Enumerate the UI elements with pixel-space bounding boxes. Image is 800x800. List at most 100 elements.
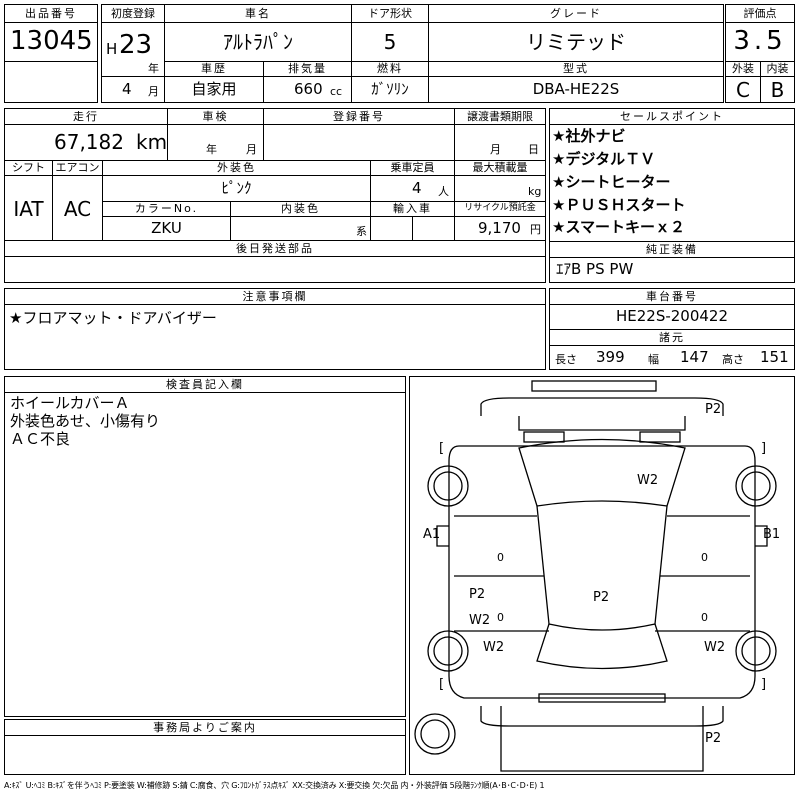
diagram-mark-left-rear-door-w: W2 — [469, 613, 490, 628]
interior-grade-label: 内装 — [766, 62, 789, 75]
diagram-bracket-rear-left: [ — [439, 677, 444, 692]
doc-day-unit: 日 — [528, 143, 539, 156]
mileage: 67,182 — [54, 130, 124, 154]
standard-equipment-label: 純正装備 — [646, 243, 698, 256]
displacement-unit: cc — [330, 85, 343, 98]
reg-no-label: 登録番号 — [333, 110, 385, 123]
first-reg-month-unit: 月 — [148, 85, 159, 98]
capacity: 4 — [412, 179, 422, 197]
import-box-left — [370, 216, 413, 241]
inspector-line-1: ホイールカバーＡ — [10, 394, 130, 412]
shift: IAT — [13, 197, 44, 221]
import-box-right — [412, 216, 455, 241]
notes-label: 注意事項欄 — [242, 290, 308, 303]
diagram-zero-left-rear: 0 — [497, 611, 504, 624]
chassis-label: 車台番号 — [646, 290, 698, 303]
inspector-line-3: ＡＣ不良 — [10, 430, 71, 448]
selling-point-3: ★シートヒーター — [552, 173, 671, 191]
selling-point-1: ★社外ナビ — [552, 127, 626, 145]
diagram-mark-front-bumper: P2 — [705, 402, 721, 417]
selling-point-5: ★スマートキーｘ２ — [552, 218, 685, 236]
int-color-unit: 系 — [356, 225, 367, 238]
import-label: 輸入車 — [393, 202, 432, 215]
diagram-mark-left-front-door: A1 — [423, 527, 440, 542]
first-reg-year: 23 — [119, 30, 153, 60]
max-load-unit: kg — [528, 185, 542, 198]
lot-no-label: 出品番号 — [25, 7, 77, 20]
spec-label: 諸元 — [659, 331, 685, 344]
diagram-bracket-front-left: [ — [439, 441, 444, 456]
max-load-label: 最大積載量 — [472, 161, 528, 174]
color-no: ZKU — [151, 219, 182, 237]
office-box — [4, 735, 406, 775]
model-code-box — [428, 76, 724, 103]
length: 399 — [596, 348, 625, 366]
interior-grade: B — [770, 78, 785, 102]
car-name: ｱﾙﾄﾗﾊﾟﾝ — [223, 30, 293, 54]
recycle-unit: 円 — [530, 223, 541, 236]
width-label: 幅 — [648, 353, 659, 366]
diagram-mark-roof: P2 — [593, 590, 609, 605]
ext-color-label: 外装色 — [217, 161, 256, 174]
displacement-label: 排気量 — [288, 62, 327, 75]
diagram-bracket-rear-right: ] — [761, 677, 766, 692]
inspection-label: 車検 — [202, 110, 229, 123]
fuel: ｶﾞｿﾘﾝ — [371, 80, 409, 98]
car-diagram: P2 W2 A1 B1 P2 P2 W2 W2 W2 P2 [ ] [ ] 0 … — [414, 380, 780, 772]
diagram-zero-left-front: 0 — [497, 551, 504, 564]
mileage-unit: km — [136, 130, 168, 154]
grade: リミテッド — [526, 30, 626, 54]
exterior-grade-label: 外装 — [732, 62, 754, 75]
office-label: 事務局よりご案内 — [153, 721, 257, 734]
spec-box — [549, 345, 795, 370]
int-color-box — [230, 216, 371, 241]
diagram-box — [409, 376, 795, 775]
selling-point-4: ★ＰＵＳＨスタート — [552, 196, 686, 214]
doors-label: ドア形状 — [368, 7, 412, 20]
diagram-mark-right-rear-wheel: W2 — [704, 640, 725, 655]
diagram-mark-right-front-door: B1 — [763, 527, 780, 542]
notes: ★フロアマット・ドアバイザー — [9, 309, 217, 327]
interior-grade-box — [760, 76, 795, 103]
lot-no: 13045 — [10, 26, 93, 56]
mileage-label: 走行 — [73, 110, 99, 123]
capacity-unit: 人 — [438, 185, 449, 198]
car-name-label: 車名 — [245, 7, 271, 20]
exterior-grade: C — [736, 78, 750, 102]
doc-month-unit: 月 — [490, 143, 501, 156]
first-reg-month: 4 — [122, 80, 132, 98]
later-parts-box — [4, 256, 546, 283]
length-label: 長さ — [555, 353, 577, 366]
chassis: HE22S-200422 — [615, 307, 729, 325]
insp-month-unit: 月 — [246, 143, 257, 156]
insp-year-unit: 年 — [206, 143, 217, 156]
model-code-label: 型式 — [563, 62, 589, 75]
shift-label: シフト — [12, 161, 45, 174]
standard-equipment: ｴｱB PS PW — [556, 260, 634, 278]
diagram-mark-rear-bumper: P2 — [705, 731, 721, 746]
int-color-label: 内装色 — [281, 202, 320, 215]
first-reg-year-unit: 年 — [148, 62, 159, 75]
doors: 5 — [383, 30, 397, 54]
notes-box — [4, 304, 546, 370]
diagram-zero-right-front: 0 — [701, 551, 708, 564]
diagram-bracket-front-right: ] — [761, 441, 766, 456]
reg-no-box — [263, 124, 455, 161]
diagram-mark-hood: W2 — [637, 473, 658, 488]
selling-point-2: ★デジタルＴＶ — [552, 150, 656, 168]
ac: AC — [63, 197, 92, 221]
later-parts-label: 後日発送部品 — [236, 242, 314, 255]
color-no-label: カラーNo. — [134, 202, 199, 215]
inspector-label: 検査員記入欄 — [166, 378, 244, 391]
score: 3.5 — [733, 26, 787, 56]
doc-deadline-label: 譲渡書類期限 — [467, 110, 533, 123]
ac-label: エアコン — [55, 161, 100, 174]
inspector-box — [4, 392, 406, 717]
diagram-zero-right-rear: 0 — [701, 611, 708, 624]
grade-label: グレード — [550, 7, 602, 20]
model-code: DBA-HE22S — [532, 80, 620, 98]
width: 147 — [680, 348, 709, 366]
history: 自家用 — [191, 80, 237, 98]
selling-points-label: セールスポイント — [620, 110, 724, 123]
capacity-label: 乗車定員 — [390, 161, 435, 174]
